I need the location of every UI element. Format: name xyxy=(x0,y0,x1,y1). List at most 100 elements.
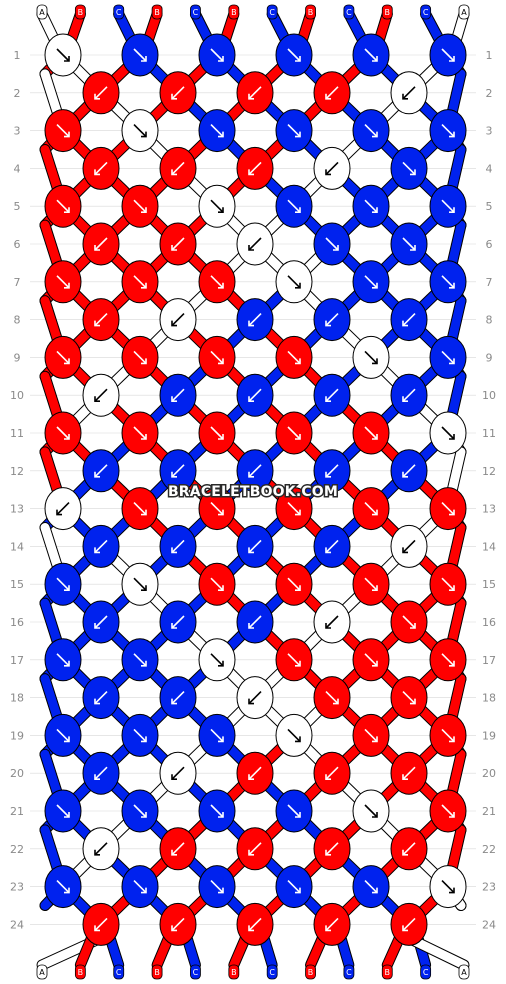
knot xyxy=(429,33,467,77)
string-label-bottom: B xyxy=(381,964,393,980)
row-number-left: 6 xyxy=(14,238,21,251)
arrow-down-right-icon xyxy=(133,502,147,516)
knot xyxy=(429,713,467,757)
knot xyxy=(121,411,159,455)
knot xyxy=(198,562,236,606)
arrow-down-right-icon xyxy=(287,804,301,818)
arrow-down-left-icon xyxy=(94,917,108,932)
svg-text:C: C xyxy=(269,968,275,977)
knot xyxy=(275,865,313,909)
arrow-down-right-icon xyxy=(441,426,455,440)
knot xyxy=(159,676,197,720)
knot xyxy=(198,789,236,833)
knot xyxy=(198,713,236,757)
row-number-left: 14 xyxy=(10,540,24,553)
knot xyxy=(82,449,120,493)
arrow-down-left-icon xyxy=(248,313,262,327)
arrow-down-right-icon xyxy=(441,880,455,894)
arrow-down-left-icon xyxy=(94,691,108,705)
arrow-down-right-icon xyxy=(364,502,378,516)
row-number-right: 9 xyxy=(486,351,493,364)
string-label-top: B xyxy=(381,4,393,20)
knot xyxy=(159,373,197,417)
arrow-down-left-icon xyxy=(248,161,262,176)
knot xyxy=(82,676,120,720)
knot xyxy=(121,865,159,909)
arrow-down-right-icon xyxy=(287,199,301,213)
arrow-down-right-icon xyxy=(210,728,224,743)
arrow-down-right-icon xyxy=(56,577,70,592)
arrow-down-left-icon xyxy=(325,388,339,403)
knot xyxy=(44,184,82,228)
knot xyxy=(352,184,390,228)
svg-text:A: A xyxy=(39,968,45,977)
arrow-down-left-icon xyxy=(325,917,339,932)
knot xyxy=(313,298,351,342)
knot xyxy=(236,298,274,342)
arrow-down-right-icon xyxy=(210,275,224,289)
arrow-down-right-icon xyxy=(325,691,339,705)
knot xyxy=(121,109,159,153)
knot xyxy=(159,449,197,493)
svg-text:A: A xyxy=(461,8,467,17)
string-label-bottom: A xyxy=(458,964,470,980)
arrow-down-right-icon xyxy=(441,199,455,213)
arrow-down-right-icon xyxy=(287,350,301,365)
arrow-down-right-icon xyxy=(364,124,378,138)
arrow-down-right-icon xyxy=(56,275,70,289)
knot xyxy=(352,109,390,153)
arrow-down-right-icon xyxy=(364,350,378,365)
arrow-down-right-icon xyxy=(210,880,224,894)
svg-text:C: C xyxy=(269,8,275,17)
knot xyxy=(198,184,236,228)
knot xyxy=(390,298,428,342)
arrow-down-left-icon xyxy=(325,766,339,781)
row-number-left: 22 xyxy=(10,843,24,856)
arrow-down-right-icon xyxy=(287,653,301,667)
knot xyxy=(159,298,197,342)
knot xyxy=(275,487,313,531)
arrow-down-left-icon xyxy=(248,388,262,403)
string-label-bottom: C xyxy=(343,964,355,980)
knot xyxy=(159,827,197,871)
svg-text:B: B xyxy=(231,8,237,17)
arrow-down-right-icon xyxy=(441,350,455,365)
arrow-down-right-icon xyxy=(133,124,147,138)
knot xyxy=(313,827,351,871)
arrow-down-left-icon xyxy=(171,161,185,176)
knot xyxy=(159,71,197,115)
knot xyxy=(44,713,82,757)
knot xyxy=(44,638,82,682)
arrow-down-left-icon xyxy=(94,615,108,629)
knot xyxy=(236,524,274,568)
arrow-down-left-icon xyxy=(171,917,185,932)
string-label-bottom: C xyxy=(266,964,278,980)
string-label-bottom: B xyxy=(74,964,86,980)
row-number-right: 10 xyxy=(482,389,496,402)
row-number-left: 15 xyxy=(10,578,24,591)
string-label-top: B xyxy=(151,4,163,20)
knot-grid xyxy=(44,33,467,946)
knot xyxy=(352,789,390,833)
knot xyxy=(198,109,236,153)
knot xyxy=(313,676,351,720)
row-number-left: 5 xyxy=(14,200,21,213)
knot xyxy=(82,373,120,417)
knot xyxy=(275,335,313,379)
knot xyxy=(159,146,197,190)
string-label-top: C xyxy=(420,4,432,20)
knot xyxy=(275,33,313,77)
arrow-down-right-icon xyxy=(441,275,455,289)
arrow-down-left-icon xyxy=(56,502,70,516)
arrow-down-right-icon xyxy=(364,653,378,667)
arrow-down-left-icon xyxy=(94,86,108,100)
knot xyxy=(275,789,313,833)
knot xyxy=(236,71,274,115)
row-number-left: 16 xyxy=(10,616,24,629)
arrow-down-left-icon xyxy=(94,388,108,403)
row-number-left: 20 xyxy=(10,767,24,780)
arrow-down-left-icon xyxy=(402,539,416,554)
knot xyxy=(313,449,351,493)
string-label-top: C xyxy=(113,4,125,20)
